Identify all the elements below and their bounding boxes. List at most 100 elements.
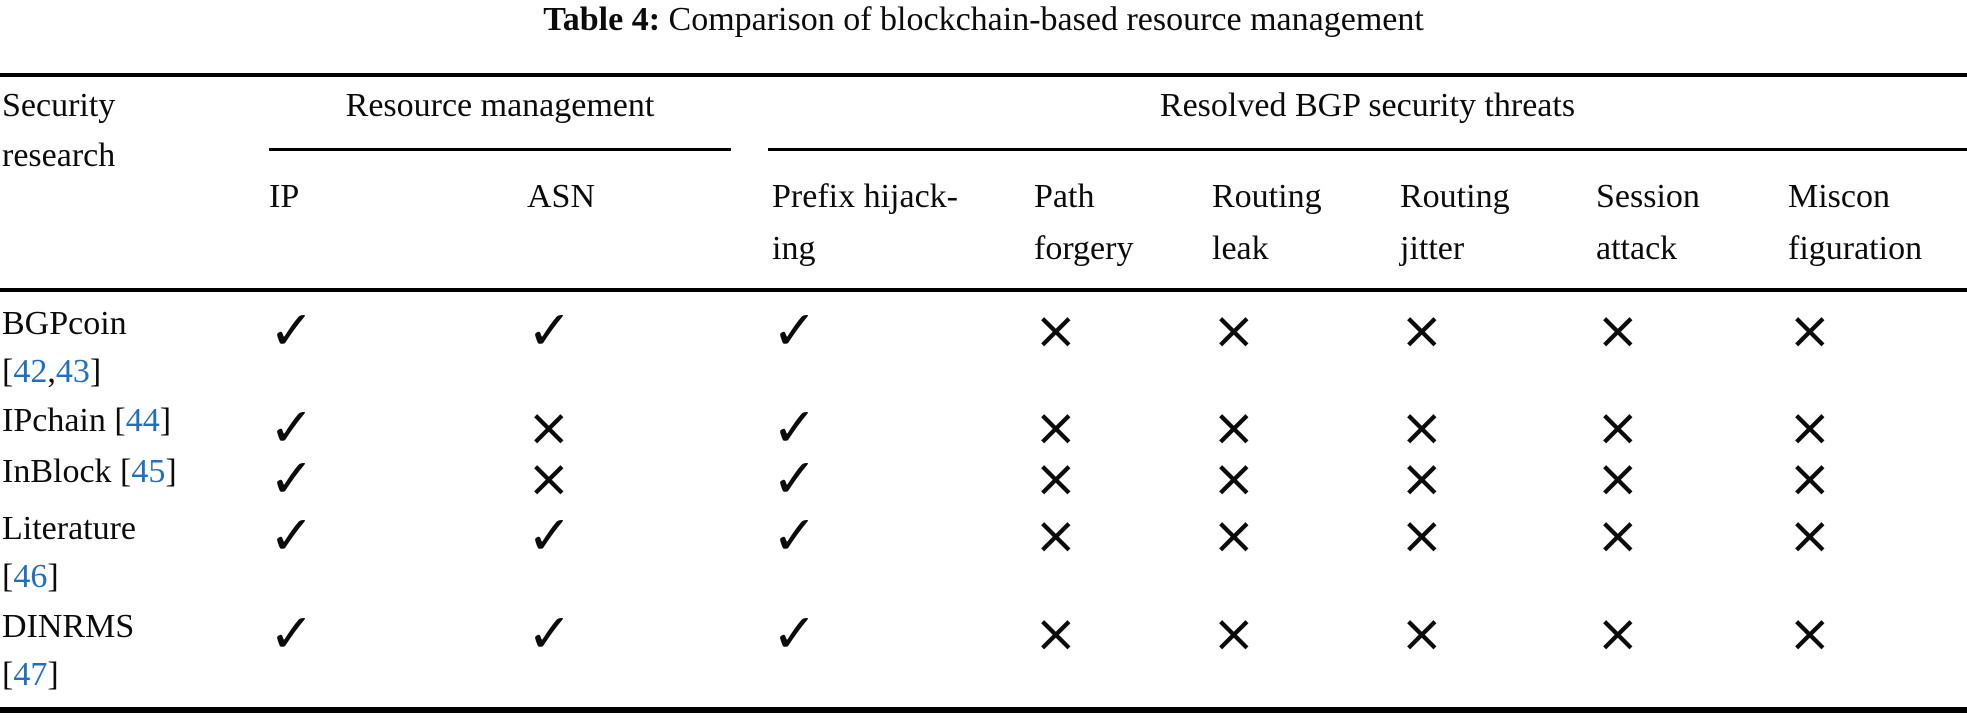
check-mark: ✓: [772, 447, 818, 510]
row-label-text: [: [2, 353, 14, 390]
cross-mark: ×: [1034, 449, 1078, 509]
row-label-line: [42,43]: [2, 348, 127, 396]
cross-mark: ×: [1596, 301, 1640, 361]
row-label-line: [47]: [2, 651, 134, 699]
citation-link[interactable]: 43: [55, 353, 90, 390]
cross-mark: ×: [1788, 506, 1832, 566]
cross-mark: ×: [1596, 398, 1640, 458]
row-label: InBlock [45]: [2, 448, 177, 496]
check-mark: ✓: [772, 299, 818, 362]
cross-mark: ×: [1400, 398, 1444, 458]
table-top-rule: [0, 73, 1967, 77]
threats-spanner-rule: [768, 148, 1967, 151]
cross-mark: ×: [1788, 449, 1832, 509]
citation-link[interactable]: 47: [13, 656, 48, 693]
cross-mark: ×: [1788, 301, 1832, 361]
check-mark: ✓: [772, 504, 818, 567]
row-label-line: DINRMS: [2, 603, 134, 651]
row-label-text: [: [2, 656, 14, 693]
row-label-text: ]: [47, 656, 59, 693]
row-label-text: ,: [47, 353, 56, 390]
spanner-resource-management: Resource management: [345, 87, 655, 124]
row-label-text: BGPcoin: [2, 305, 127, 342]
cross-mark: ×: [1400, 449, 1444, 509]
column-header-line: Security: [2, 87, 116, 124]
column-header-line: IP: [269, 178, 300, 215]
citation-link[interactable]: 42: [13, 353, 48, 390]
cross-mark: ×: [1034, 604, 1078, 664]
row-label: Literature [46]: [2, 505, 136, 601]
row-label-text: InBlock: [2, 453, 121, 490]
cross-mark: ×: [1596, 449, 1640, 509]
cross-mark: ×: [1212, 506, 1256, 566]
column-header-line: ASN: [527, 178, 596, 215]
row-label-text: IPchain: [2, 402, 115, 439]
row-label-text: Literature: [2, 510, 137, 547]
cross-mark: ×: [527, 449, 571, 509]
column-header-prefix-hijacking: Prefix hijack-ing: [772, 171, 958, 275]
row-label-text: ]: [89, 353, 102, 390]
row-label-line: IPchain [44]: [2, 397, 171, 445]
table-header-rule: [0, 288, 1967, 292]
cross-mark: ×: [1212, 604, 1256, 664]
table-caption-text: Comparison of blockchain-based resource …: [660, 1, 1424, 38]
cross-mark: ×: [1400, 506, 1444, 566]
cross-mark: ×: [1400, 604, 1444, 664]
row-label: DINRMS [47]: [2, 603, 134, 699]
column-header-session-attack: Session attack: [1596, 171, 1700, 275]
row-label-text: ]: [159, 402, 172, 439]
spanner-resolved-bgp-threats: Resolved BGP security threats: [1159, 87, 1576, 124]
cross-mark: ×: [1212, 449, 1256, 509]
column-header-line: ing: [772, 230, 816, 267]
citation-link[interactable]: 45: [131, 453, 166, 490]
column-header-line: figuration: [1788, 230, 1923, 267]
column-header-routing-jitter: Routing jitter: [1400, 171, 1510, 275]
check-mark: ✓: [527, 504, 573, 567]
cross-mark: ×: [527, 398, 571, 458]
check-mark: ✓: [269, 447, 315, 510]
cross-mark: ×: [1212, 398, 1256, 458]
citation-link[interactable]: 46: [13, 558, 48, 595]
row-label-line: BGPcoin: [2, 300, 127, 348]
cross-mark: ×: [1596, 506, 1640, 566]
column-header-line: Session: [1596, 178, 1700, 215]
column-header-line: Path: [1034, 178, 1095, 215]
check-mark: ✓: [269, 602, 315, 665]
row-label-text: DINRMS: [2, 608, 135, 645]
row-label-text: [: [114, 402, 126, 439]
column-header-ip: IP: [269, 171, 299, 223]
row-label-text: ]: [165, 453, 177, 490]
cross-mark: ×: [1788, 604, 1832, 664]
column-header-security-research: Security research: [2, 81, 115, 181]
column-header-line: research: [2, 137, 116, 174]
table-caption: Table 4: Comparison of blockchain-based …: [0, 0, 1967, 40]
cross-mark: ×: [1034, 398, 1078, 458]
column-header-line: jitter: [1400, 230, 1465, 267]
check-mark: ✓: [269, 299, 315, 362]
row-label: IPchain [44]: [2, 397, 171, 445]
citation-link[interactable]: 44: [125, 402, 160, 439]
row-label-text: [: [120, 453, 132, 490]
check-mark: ✓: [527, 299, 573, 362]
check-mark: ✓: [269, 504, 315, 567]
cross-mark: ×: [1596, 604, 1640, 664]
cross-mark: ×: [1034, 301, 1078, 361]
column-header-line: leak: [1212, 230, 1269, 267]
check-mark: ✓: [269, 396, 315, 459]
cross-mark: ×: [1212, 301, 1256, 361]
column-header-line: attack: [1596, 230, 1678, 267]
cross-mark: ×: [1400, 301, 1444, 361]
row-label: BGPcoin [42,43]: [2, 300, 127, 396]
row-label-text: ]: [47, 558, 59, 595]
row-label-text: [: [2, 558, 14, 595]
row-label-line: InBlock [45]: [2, 448, 177, 496]
column-header-line: Prefix hijack-: [772, 178, 958, 215]
check-mark: ✓: [772, 602, 818, 665]
column-header-line: Routing: [1400, 178, 1510, 215]
cross-mark: ×: [1788, 398, 1832, 458]
resource-spanner-rule: [269, 148, 731, 151]
